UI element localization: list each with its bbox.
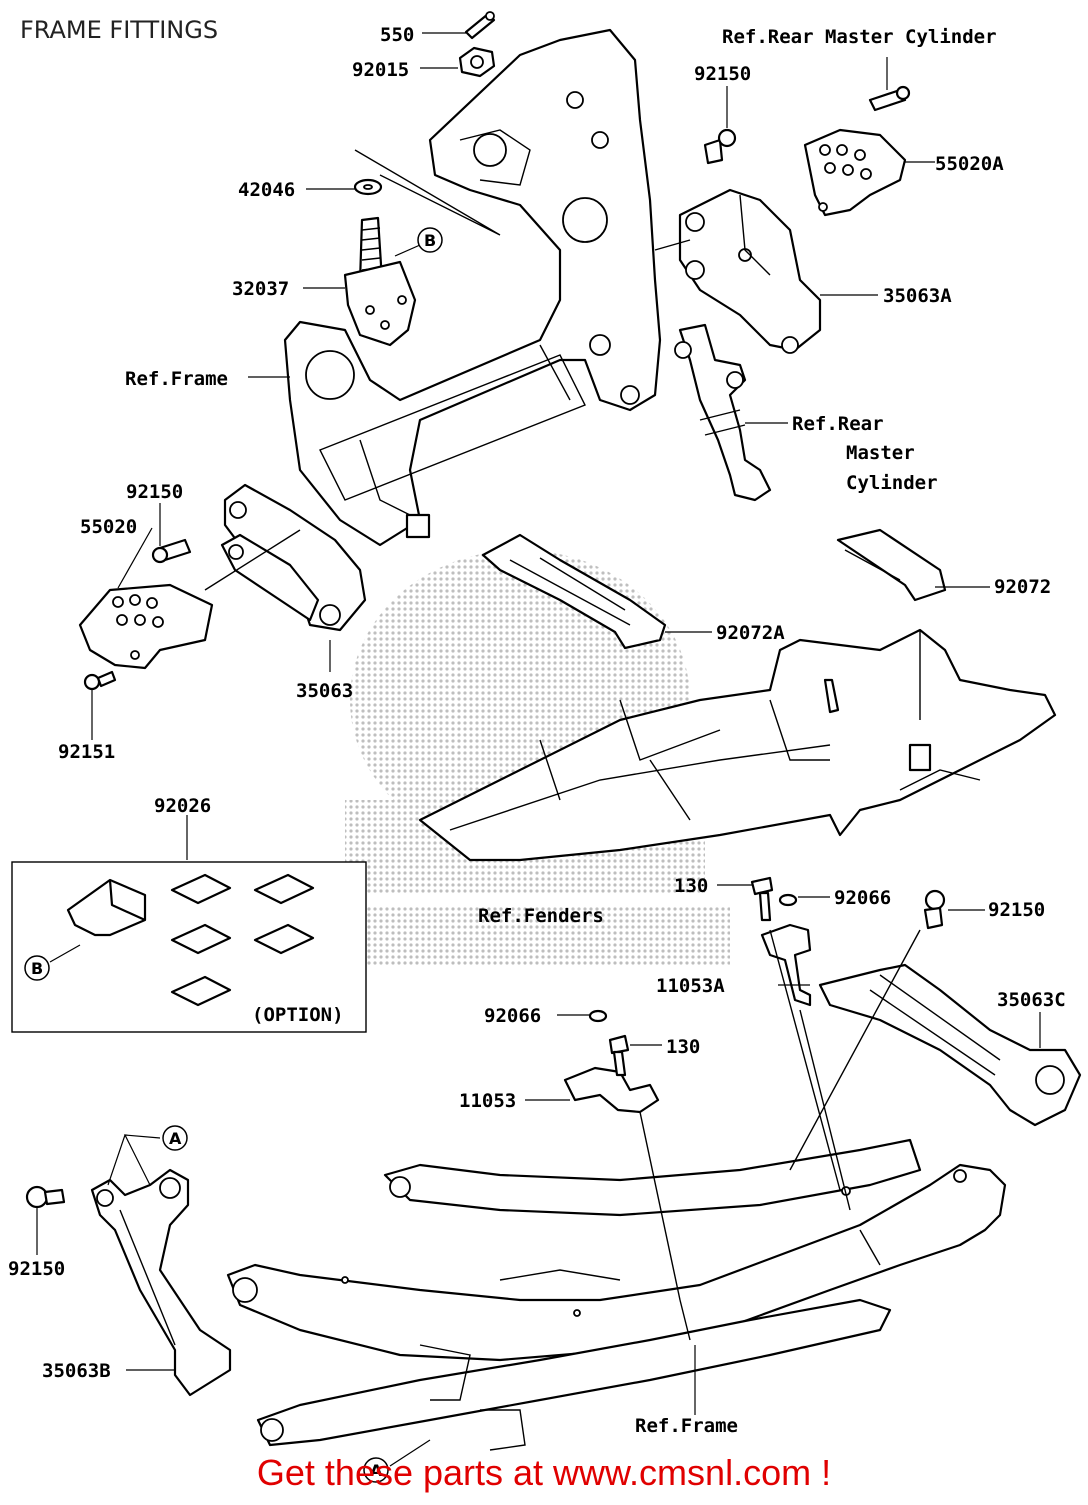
- strap-92072a: [481, 533, 667, 650]
- marker-a-lower: A: [370, 1461, 383, 1480]
- label-92150-right-lower: 92150: [988, 899, 1045, 921]
- label-35063c: 35063C: [997, 989, 1066, 1011]
- label-35063: 35063: [296, 680, 353, 702]
- bolt-92150-right-lower: [923, 889, 946, 930]
- rear-subframe: [226, 1138, 1007, 1451]
- main-frame-upper: [283, 28, 662, 547]
- bolt-550: [464, 11, 496, 40]
- footrest-bracket-35063c: [818, 963, 1082, 1127]
- label-ref-fenders: Ref.Fenders: [478, 905, 604, 927]
- label-ref-rear-master-cylinder-line3: Cylinder: [846, 472, 938, 494]
- bolt-130-lower: [608, 1034, 630, 1077]
- label-550: 550: [380, 24, 414, 46]
- footrest-bracket-35063: [220, 483, 367, 632]
- bolt-92150-left-lower: [25, 1185, 66, 1209]
- bolt-92150-right-top: [703, 128, 737, 165]
- label-55020: 55020: [80, 516, 137, 538]
- marker-b-upper: B: [424, 231, 436, 250]
- strap-92072: [836, 528, 947, 602]
- bracket-11053a: [760, 923, 812, 1007]
- bolt-92150-left: [151, 538, 192, 564]
- leader-lines: [36, 32, 1041, 1467]
- callout-labels: 550 92015 42046 32037 Ref.Frame 92150 55…: [8, 24, 1066, 1437]
- diagram-title: FRAME FITTINGS: [20, 16, 219, 44]
- label-ref-rear-master-cylinder-line1: Ref.Rear: [792, 413, 884, 435]
- label-92015: 92015: [352, 59, 409, 81]
- clip-92066-upper: [778, 893, 798, 907]
- label-92150-left-lower: 92150: [8, 1258, 65, 1280]
- rear-master-cylinder: [674, 323, 772, 502]
- marker-a-upper: A: [169, 1129, 182, 1148]
- heel-guard-55020a: [803, 128, 907, 217]
- label-55020a: 55020A: [935, 153, 1004, 175]
- nut-92015: [458, 46, 496, 78]
- footrest-bracket-35063b: [90, 1168, 232, 1397]
- label-92066-lower: 92066: [484, 1005, 541, 1027]
- label-ref-rear-master-cylinder-top: Ref.Rear Master Cylinder: [722, 26, 997, 48]
- label-11053: 11053: [459, 1090, 516, 1112]
- label-32037: 32037: [232, 278, 289, 300]
- heel-guard-55020: [78, 583, 214, 670]
- rear-fender: [418, 628, 1057, 862]
- label-35063b: 35063B: [42, 1360, 111, 1382]
- adjuster-32037: [343, 216, 417, 347]
- marker-b-option: B: [31, 959, 43, 978]
- label-92072a: 92072A: [716, 622, 785, 644]
- label-92150-right-top: 92150: [694, 63, 751, 85]
- label-92150-left: 92150: [126, 481, 183, 503]
- label-option: (OPTION): [252, 1004, 344, 1026]
- label-130-lower: 130: [666, 1036, 700, 1058]
- bolt-92151: [83, 670, 117, 691]
- label-92072: 92072: [994, 576, 1051, 598]
- footer-link[interactable]: Get these parts at www.cmsnl.com !: [256, 1452, 832, 1493]
- label-11053a: 11053A: [656, 975, 725, 997]
- bolt-130-upper: [750, 876, 774, 922]
- label-92151: 92151: [58, 741, 115, 763]
- label-92066-upper: 92066: [834, 887, 891, 909]
- label-ref-frame-bottom: Ref.Frame: [635, 1415, 738, 1437]
- label-130-upper: 130: [674, 875, 708, 897]
- option-shims-box: [11, 861, 367, 1033]
- label-ref-frame-top: Ref.Frame: [125, 368, 228, 390]
- clip-92066-lower: [588, 1009, 608, 1023]
- label-ref-rear-master-cylinder-line2: Master: [846, 442, 915, 464]
- bracket-11053: [563, 1066, 660, 1114]
- label-42046: 42046: [238, 179, 295, 201]
- label-92026: 92026: [154, 795, 211, 817]
- footrest-bracket-35063a: [678, 188, 822, 354]
- bolt-rear-master-cylinder: [868, 85, 911, 112]
- washer-42046: [353, 149, 501, 236]
- reference-markers: B B A A: [24, 227, 443, 1483]
- label-35063a: 35063A: [883, 285, 952, 307]
